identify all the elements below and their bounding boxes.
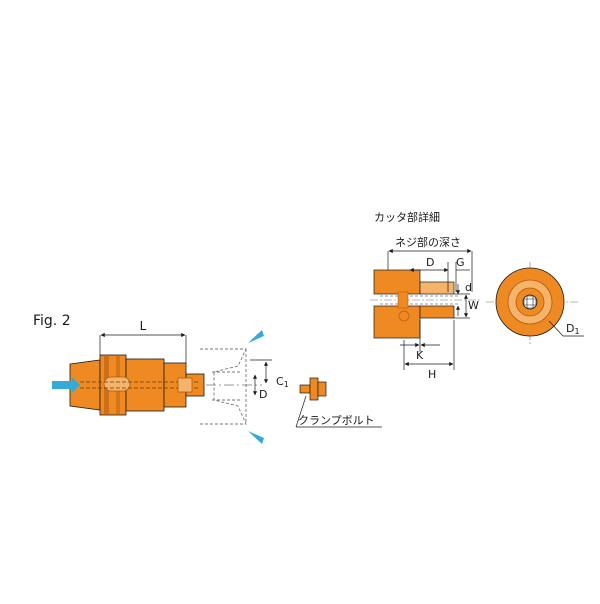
dim-label-w: W [468, 299, 479, 312]
dim-label-d1: D1 [566, 322, 580, 336]
thread-depth-label: ネジ部の深さ [395, 235, 461, 249]
clamp-bolt-label: クランプボルト [298, 414, 375, 427]
end-view [486, 262, 580, 344]
detail-title: カッタ部詳細 [374, 210, 440, 224]
detail-body-lower [373, 305, 421, 339]
holder-keyway [103, 376, 131, 392]
dimension-c1 [250, 359, 272, 384]
end-view-bore [522, 294, 538, 310]
clamp-bolt [299, 377, 327, 401]
dim-label-g: G [456, 256, 465, 269]
dim-label-k: K [416, 349, 424, 362]
dim-label-small-d: d [465, 281, 472, 294]
coolant-nozzle-icon [248, 330, 264, 343]
dim-label-d-main: D [259, 388, 267, 401]
dim-label-c1-base: C [276, 375, 284, 388]
detail-section [370, 248, 480, 370]
figure-label: Fig. 2 [33, 313, 71, 329]
dim-label-c1-sub: 1 [284, 380, 289, 389]
holder-body [125, 358, 165, 412]
d1-leader [548, 320, 584, 337]
dim-label-h: H [428, 368, 436, 381]
dimension-l [99, 332, 187, 363]
detail-pilot-lower [419, 305, 455, 319]
clamp-bolt-leader [295, 395, 382, 428]
detail-pilot [419, 281, 455, 295]
dim-label-d1-base: D [566, 322, 574, 335]
dim-label-d-detail: D [426, 256, 434, 269]
dim-label-d1-sub: 1 [574, 327, 579, 336]
cutter-outline [200, 348, 247, 425]
dim-label-c1: C1 [276, 375, 289, 389]
holder-drive-key [177, 377, 193, 393]
detail-body-upper [373, 269, 421, 295]
dim-label-l: L [140, 319, 147, 333]
coolant-nozzle-icon-bottom [248, 431, 264, 444]
tool-holder [62, 354, 262, 416]
coolant-arrow-icon [52, 377, 80, 393]
